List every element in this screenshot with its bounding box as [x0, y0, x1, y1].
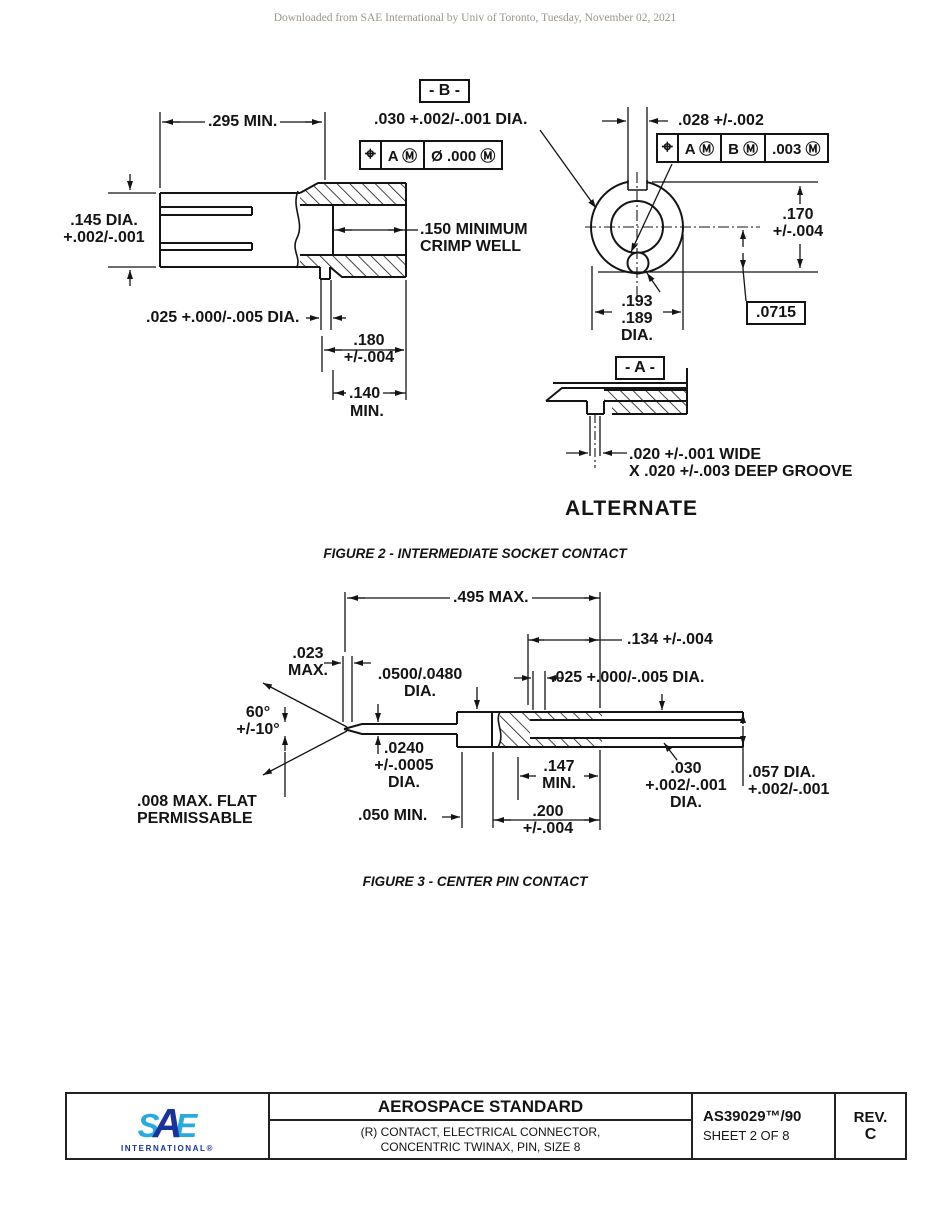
fcf-tolerance-cell: Ø .000 Ⓜ [423, 142, 501, 168]
sae-logo-international: INTERNATIONAL® [120, 1143, 215, 1153]
title-block-number-cell: AS39029™/90 SHEET 2 OF 8 [693, 1094, 834, 1158]
fcf-tolerance-cell: .003 Ⓜ [764, 135, 826, 161]
position-symbol-icon: ⌖ [365, 144, 376, 165]
dim-150-crimp-well: .150 MINIMUM CRIMP WELL [420, 221, 528, 255]
position-symbol-icon: ⌖ [662, 137, 673, 158]
rev-value: C [864, 1125, 877, 1143]
dim-145-dia: .145 DIA. +.002/-.001 [63, 212, 145, 246]
title-block-center: AEROSPACE STANDARD (R) CONTACT, ELECTRIC… [268, 1094, 693, 1158]
datum-a-label: - A - [615, 356, 665, 380]
dim-023-max: .023 MAX. [288, 645, 328, 679]
dim-140: .140 [346, 385, 384, 402]
dim-0715-box: .0715 [746, 301, 807, 325]
download-watermark: Downloaded from SAE International by Uni… [273, 12, 677, 24]
dim-170: .170 +/-.004 [772, 206, 824, 240]
dim-134: .134 +/-.004 [627, 631, 713, 648]
dim-147-min: .147 MIN. [542, 758, 576, 792]
dim-057-dia: .057 DIA. +.002/-.001 [748, 764, 830, 798]
fcf-datum-a-cell: A Ⓜ [379, 142, 423, 168]
feature-control-frame-left: ⌖ A Ⓜ Ø .000 Ⓜ [359, 140, 504, 170]
figure3-caption: FIGURE 3 - CENTER PIN CONTACT [362, 874, 588, 889]
dim-025-dia-fig3: .025 +.000/-.005 DIA. [551, 669, 705, 686]
fcf-datum-b-cell: B Ⓜ [720, 135, 764, 161]
document-number: AS39029™/90 [703, 1108, 802, 1125]
title-block-rev-cell: REV. C [834, 1094, 905, 1158]
datum-b-label: - B - [419, 79, 471, 103]
dim-140-min: MIN. [350, 403, 384, 420]
dim-495-max: .495 MAX. [450, 589, 532, 606]
rev-label: REV. [853, 1108, 888, 1126]
figure2-caption: FIGURE 2 - INTERMEDIATE SOCKET CONTACT [323, 546, 627, 561]
sae-logo-letter-a: A [152, 1099, 183, 1146]
dim-60-degree: 60° +/-10° [236, 704, 280, 738]
dim-200: .200 +/-.004 [522, 803, 574, 837]
dim-025-dia-fig2: .025 +.000/-.005 DIA. [146, 309, 300, 326]
document-subtitle-line2: CONCENTRIC TWINAX, PIN, SIZE 8 [380, 1139, 581, 1154]
standard-title: AEROSPACE STANDARD [270, 1094, 691, 1121]
alternate-label: ALTERNATE [565, 497, 699, 520]
document-subtitle-line1: (R) CONTACT, ELECTRICAL CONNECTOR, [360, 1124, 601, 1139]
dim-193-189-dia: .193 .189 DIA. [621, 293, 653, 344]
dim-0500-0480-dia: .0500/.0480 DIA. [377, 666, 463, 700]
dim-0240-dia: .0240 +/-.0005 DIA. [374, 740, 434, 791]
dim-295-min: .295 MIN. [205, 113, 281, 130]
sae-logo-letter-s: S [137, 1106, 160, 1144]
feature-control-frame-right: ⌖ A Ⓜ B Ⓜ .003 Ⓜ [656, 133, 829, 163]
dim-030-dia-fig3: .030 +.002/-.001 DIA. [645, 760, 727, 811]
dim-050-min: .050 MIN. [358, 807, 428, 824]
dim-028: .028 +/-.002 [678, 112, 764, 129]
dim-groove-note: .020 +/-.001 WIDE X .020 +/-.003 DEEP GR… [629, 446, 853, 480]
dim-180: .180 +/-.004 [343, 332, 395, 366]
sheet-number: SHEET 2 OF 8 [703, 1128, 790, 1143]
dim-030-dia: .030 +.002/-.001 DIA. [374, 111, 528, 128]
note-008-flat: .008 MAX. FLAT PERMISSABLE [137, 793, 257, 827]
fcf-datum-a-cell: A Ⓜ [676, 135, 720, 161]
sae-logo-letter-e: E [175, 1106, 198, 1144]
